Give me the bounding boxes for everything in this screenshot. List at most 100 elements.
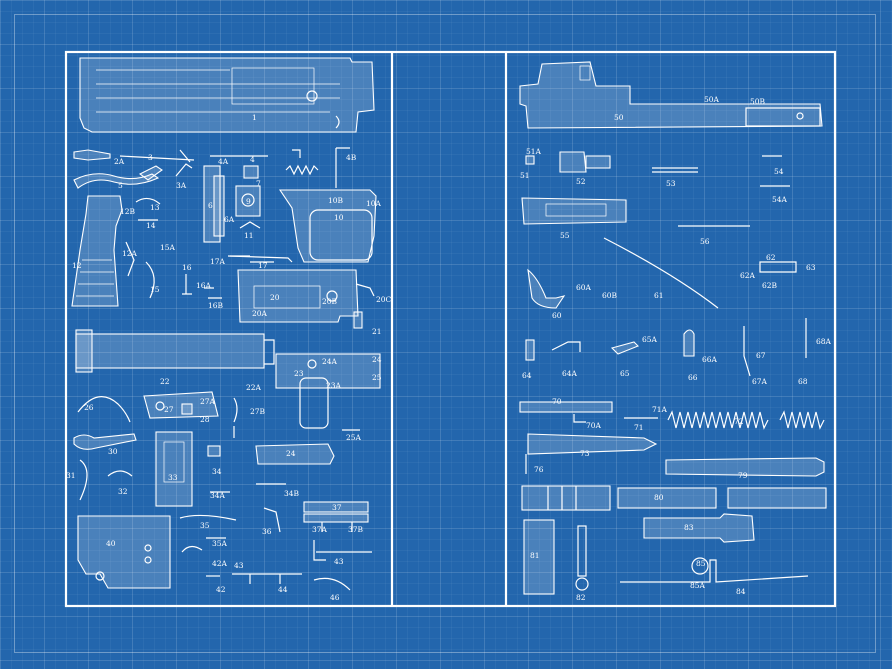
part-30-34 (73, 431, 335, 507)
label-63: 63 (806, 263, 816, 272)
label-76: 76 (534, 465, 544, 474)
part-50-barrel-housing (519, 61, 823, 129)
label-12a: 12A (122, 249, 138, 258)
label-10a: 10A (366, 199, 382, 208)
label-62a: 62A (740, 271, 756, 280)
label-24: 24 (372, 355, 382, 364)
label-14: 14 (146, 221, 156, 230)
label-25: 25 (372, 373, 382, 382)
label-42a: 42A (212, 559, 228, 568)
label-62: 62 (766, 253, 776, 262)
label-55: 55 (560, 231, 570, 240)
label-34: 34 (212, 467, 222, 476)
label-65a: 65A (642, 335, 658, 344)
label-62b: 62B (762, 281, 778, 290)
label-24-right: 24 (286, 449, 296, 458)
label-25a: 25A (346, 433, 362, 442)
plate-frames (64, 50, 837, 608)
label-60: 60 (552, 311, 562, 320)
label-23: 23 (294, 369, 304, 378)
label-6: 6 (208, 201, 213, 210)
label-22a: 22A (246, 383, 262, 392)
label-43: 43 (234, 561, 244, 570)
label-4: 4 (250, 155, 255, 164)
label-40: 40 (106, 539, 116, 548)
label-15a: 15A (160, 243, 176, 252)
label-33: 33 (168, 473, 178, 482)
label-60a: 60A (576, 283, 592, 292)
label-11: 11 (244, 231, 254, 240)
label-67a: 67A (752, 377, 768, 386)
label-82: 82 (576, 593, 586, 602)
label-12: 12 (72, 261, 82, 270)
label-51a: 51A (526, 147, 542, 156)
label-73: 73 (580, 449, 590, 458)
label-72: 72 (734, 417, 744, 426)
label-4b: 4B (346, 153, 357, 162)
label-50b: 50B (750, 97, 766, 106)
label-79: 79 (738, 471, 748, 480)
label-6a: 6A (224, 215, 235, 224)
label-27: 27 (164, 405, 174, 414)
label-30: 30 (108, 447, 118, 456)
label-9: 9 (246, 197, 251, 206)
part-6-block (203, 165, 377, 263)
label-54a: 54A (772, 195, 788, 204)
part-40-46 (77, 515, 372, 591)
label-44: 44 (278, 585, 288, 594)
label-70a: 70A (586, 421, 602, 430)
label-24a: 24A (322, 357, 338, 366)
label-71: 71 (634, 423, 644, 432)
label-10: 10 (334, 213, 344, 222)
part-64-68 (525, 318, 807, 377)
label-31: 31 (66, 471, 76, 480)
label-22: 22 (160, 377, 170, 386)
label-64a: 64A (562, 369, 578, 378)
label-12b: 12B (120, 207, 136, 216)
label-4a: 4A (218, 157, 229, 166)
label-80: 80 (654, 493, 664, 502)
part-26-28 (77, 391, 360, 438)
label-17a: 17A (210, 257, 226, 266)
label-3: 3 (148, 153, 153, 162)
label-60b: 60B (602, 291, 618, 300)
part-16-20 (182, 255, 375, 329)
label-15: 15 (150, 285, 160, 294)
label-32: 32 (118, 487, 128, 496)
label-52: 52 (576, 177, 586, 186)
label-16b: 16B (208, 301, 224, 310)
label-68: 68 (798, 377, 808, 386)
label-34a: 34A (210, 491, 226, 500)
label-66a: 66A (702, 355, 718, 364)
label-85a: 85A (690, 581, 706, 590)
label-20b: 20B (322, 297, 338, 306)
label-68a: 68A (816, 337, 832, 346)
label-43-b: 43 (334, 557, 344, 566)
label-20: 20 (270, 293, 280, 302)
outer-border (14, 14, 876, 653)
label-51: 51 (520, 171, 530, 180)
label-27a: 27A (200, 397, 216, 406)
part-60-63 (527, 237, 797, 309)
label-61: 61 (654, 291, 664, 300)
label-26: 26 (84, 403, 94, 412)
label-2a: 2A (114, 157, 125, 166)
label-21: 21 (372, 327, 382, 336)
label-37a: 37A (312, 525, 328, 534)
label-42: 42 (216, 585, 226, 594)
label-70: 70 (552, 397, 562, 406)
label-5: 5 (118, 181, 123, 190)
label-10b: 10B (328, 196, 344, 205)
label-53: 53 (666, 179, 676, 188)
label-83: 83 (684, 523, 694, 532)
label-3a: 3A (176, 181, 187, 190)
label-84: 84 (736, 587, 746, 596)
label-16: 16 (182, 263, 192, 272)
part-70-73 (519, 401, 825, 474)
label-27b: 27B (250, 407, 266, 416)
label-16a: 16A (196, 281, 212, 290)
label-50: 50 (614, 113, 624, 122)
label-28: 28 (200, 415, 210, 424)
